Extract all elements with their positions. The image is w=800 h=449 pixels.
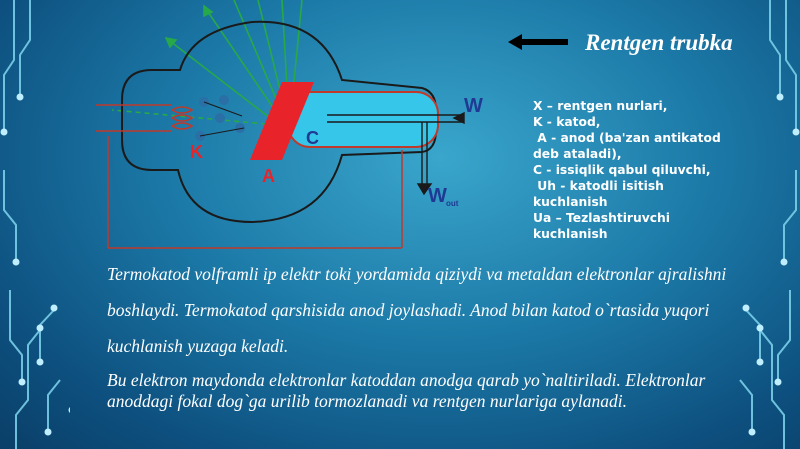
cathode xyxy=(96,104,403,249)
circuit-decoration-right xyxy=(739,0,800,449)
label-w: W xyxy=(464,95,483,117)
diagram-legend: X – rentgen nurlari, K - katod, A - anod… xyxy=(533,98,733,242)
slide-title: Rentgen trubka xyxy=(585,30,733,55)
paragraph-cathode: Termokatod volframli ip elektr toki yord… xyxy=(107,264,727,356)
label-wout-sub: out xyxy=(446,199,459,208)
label-cathode: K xyxy=(190,142,203,162)
circuit-decoration-left xyxy=(0,0,70,449)
anode xyxy=(250,82,314,160)
paragraph-electrons: Bu elektron maydonda elektronlar katodda… xyxy=(107,370,706,411)
label-wout: W xyxy=(428,185,447,207)
legend-item: X – rentgen nurlari, xyxy=(533,99,668,113)
legend-item: Uh - katodli isitish kuchlanish xyxy=(533,179,669,209)
label-anode: A xyxy=(262,166,275,186)
arrow-left-icon xyxy=(508,34,568,50)
legend-item: Ua – Tezlashtiruvchi kuchlanish xyxy=(533,211,671,241)
xray-tube-diagram: K A C W W out xyxy=(96,0,483,249)
legend-item: K - katod, xyxy=(533,115,601,129)
label-cooler: C xyxy=(306,128,319,148)
xray-rays xyxy=(111,0,303,125)
legend-item: C - issiqlik qabul qiluvchi, xyxy=(533,163,711,177)
legend-item: A - anod (ba'zan antikatod deb ataladi), xyxy=(533,131,726,161)
